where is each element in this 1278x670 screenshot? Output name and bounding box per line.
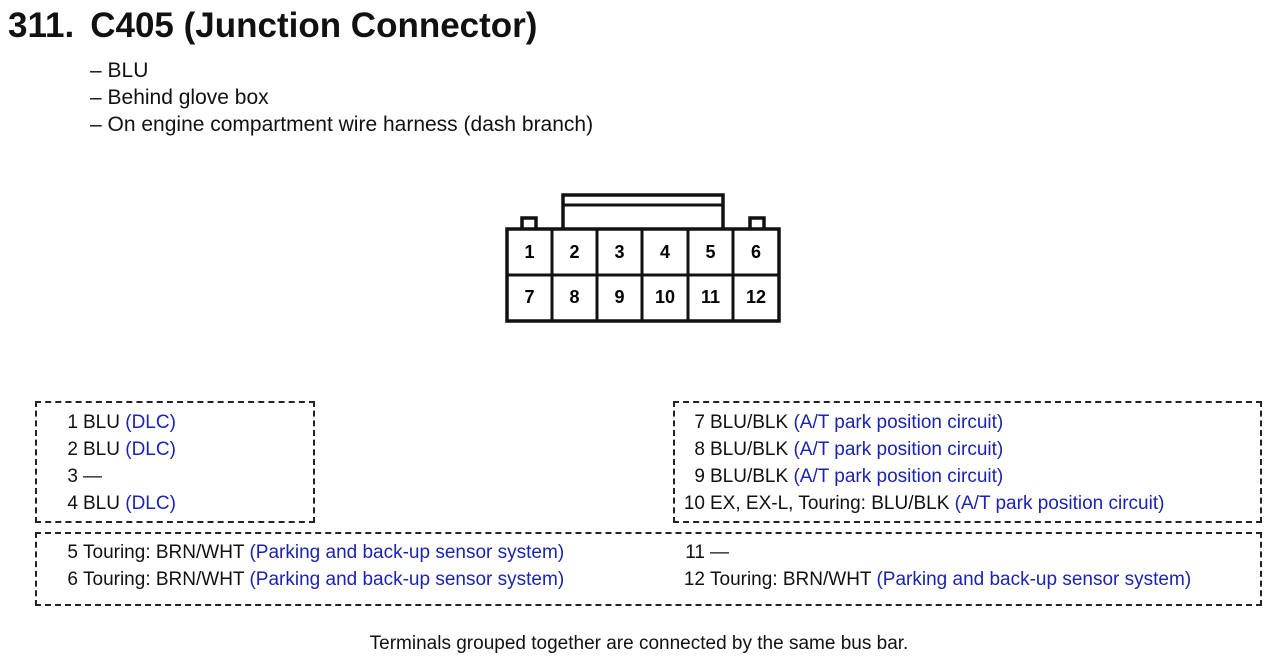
wire-color: BLU/BLK xyxy=(710,439,789,460)
circuit-description: (A/T park position circuit) xyxy=(793,412,1004,433)
wire-color: BLU/BLK xyxy=(710,466,789,487)
pin-row: 3— xyxy=(56,463,176,490)
detail-location: – Behind glove box xyxy=(90,86,269,109)
pin-number: 11 xyxy=(685,542,705,563)
pin-number: 9 xyxy=(694,466,705,487)
pin-number: 3 xyxy=(67,466,78,487)
wire-color: BLU xyxy=(83,412,120,433)
terminal-9: 9 xyxy=(614,287,624,307)
detail-color: – BLU xyxy=(90,59,149,82)
page-title: 311. C405 (Junction Connector) xyxy=(8,6,537,46)
wire-color: — xyxy=(83,466,102,487)
pin-number: 8 xyxy=(694,439,705,460)
connector-left-key xyxy=(520,216,538,229)
pin-number: 1 xyxy=(67,412,78,433)
pin-number: 6 xyxy=(67,569,78,590)
wire-color: — xyxy=(710,542,729,563)
terminal-2: 2 xyxy=(569,242,579,262)
wire-color: EX, EX-L, Touring: BLU/BLK xyxy=(710,493,950,514)
wire-color: Touring: BRN/WHT xyxy=(83,569,245,590)
terminal-12: 12 xyxy=(746,287,766,307)
circuit-description: (A/T park position circuit) xyxy=(793,466,1004,487)
terminal-4: 4 xyxy=(660,242,670,262)
connector-right-key xyxy=(748,216,766,229)
detail-harness: – On engine compartment wire harness (da… xyxy=(90,113,594,136)
terminal-10: 10 xyxy=(655,287,675,307)
connector-lock-tab xyxy=(561,193,725,229)
pin-number: 12 xyxy=(683,569,705,590)
terminal-3: 3 xyxy=(614,242,624,262)
section-number: 311. xyxy=(8,6,75,45)
bus-bar-note: Terminals grouped together are connected… xyxy=(369,633,909,654)
pin-number: 10 xyxy=(683,493,705,514)
pin-number: 7 xyxy=(694,412,705,433)
wire-color: BLU xyxy=(83,493,120,514)
connector-diagram: 1 2 3 4 5 6 7 8 9 10 11 12 xyxy=(500,188,790,333)
wire-color: Touring: BRN/WHT xyxy=(83,542,245,563)
terminal-11: 11 xyxy=(701,287,720,307)
circuit-description: (DLC) xyxy=(125,439,176,460)
terminal-8: 8 xyxy=(569,287,579,307)
pin-row: 11— xyxy=(683,539,1191,566)
circuit-description: (Parking and back-up sensor system) xyxy=(249,569,565,590)
connector-title: C405 (Junction Connector) xyxy=(90,6,538,45)
circuit-description: (A/T park position circuit) xyxy=(954,493,1165,514)
circuit-description: (A/T park position circuit) xyxy=(793,439,1004,460)
circuit-description: (Parking and back-up sensor system) xyxy=(249,542,565,563)
circuit-description: (DLC) xyxy=(125,493,176,514)
wire-color: BLU xyxy=(83,439,120,460)
pin-number: 4 xyxy=(67,493,78,514)
terminal-7: 7 xyxy=(524,287,534,307)
pin-number: 2 xyxy=(67,439,78,460)
terminal-5: 5 xyxy=(705,242,715,262)
wire-color: BLU/BLK xyxy=(710,412,789,433)
circuit-description: (DLC) xyxy=(125,412,176,433)
connector-face-svg: 1 2 3 4 5 6 7 8 9 10 11 12 xyxy=(505,193,781,323)
connector-details: – BLU – Behind glove box – On engine com… xyxy=(90,57,593,138)
terminal-6: 6 xyxy=(751,242,761,262)
wire-color: Touring: BRN/WHT xyxy=(710,569,872,590)
circuit-description: (Parking and back-up sensor system) xyxy=(876,569,1192,590)
terminal-1: 1 xyxy=(524,242,534,262)
pin-number: 5 xyxy=(67,542,78,563)
